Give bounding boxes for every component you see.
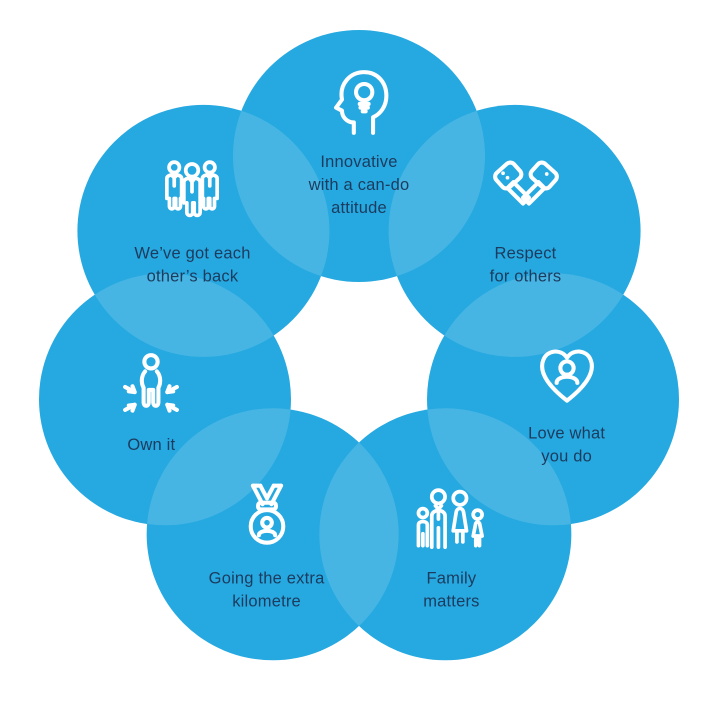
value-bubble: Family matters <box>336 480 566 613</box>
value-label-line: Own it <box>127 436 176 455</box>
medal-icon <box>230 480 304 554</box>
handshake-icon <box>492 160 559 206</box>
overlap-highlight <box>427 408 572 526</box>
team-icon <box>155 156 229 230</box>
value-label-line: other’s back <box>146 267 239 286</box>
value-label-line: you do <box>541 447 593 466</box>
head-lightbulb-icon <box>334 70 389 135</box>
value-bubble: We’ve got each other’s back <box>77 156 307 289</box>
person-arrows-icon <box>123 353 180 414</box>
family-icon <box>414 480 488 554</box>
heart-person-icon <box>530 336 604 410</box>
value-label-line: attitude <box>331 199 387 217</box>
overlap-highlight <box>388 104 485 282</box>
value-label: Own it <box>127 434 175 457</box>
value-label-line: with a can-do <box>308 176 410 194</box>
value-bubble: Own it <box>36 347 266 457</box>
handshake-icon <box>489 156 563 230</box>
head-lightbulb-icon <box>322 64 396 138</box>
value-label-line: Respect <box>494 244 557 263</box>
value-label-line: Innovative <box>320 153 398 171</box>
team-icon <box>165 160 220 218</box>
overlap-highlight <box>146 408 291 526</box>
value-label: Love what you do <box>528 423 605 469</box>
value-label-line: for others <box>489 267 562 286</box>
value-label-line: Love what <box>528 424 606 443</box>
overlap-highlight <box>233 104 330 282</box>
value-bubble: Innovative with a can-do attitude <box>244 64 474 220</box>
value-label-line: matters <box>423 592 480 611</box>
heart-person-icon <box>539 349 594 404</box>
value-label-line: Family <box>426 569 477 588</box>
value-label-line: Going the extra <box>208 569 325 588</box>
value-label: Respect for others <box>490 243 562 289</box>
medal-icon <box>248 483 285 545</box>
value-bubble: Love what you do <box>452 336 682 469</box>
family-icon <box>416 488 485 549</box>
value-label: Family matters <box>423 567 479 613</box>
value-label-line: kilometre <box>232 592 301 611</box>
value-circle <box>77 104 330 357</box>
value-label: Innovative with a can-do attitude <box>309 151 410 220</box>
value-label-line: We’ve got each <box>134 244 251 263</box>
value-bubble: Going the extra kilometre <box>152 480 382 613</box>
value-label: We’ve got each other’s back <box>134 243 250 289</box>
value-label: Going the extra kilometre <box>209 567 325 613</box>
value-bubble: Respect for others <box>411 156 641 289</box>
person-arrows-icon <box>114 347 188 421</box>
